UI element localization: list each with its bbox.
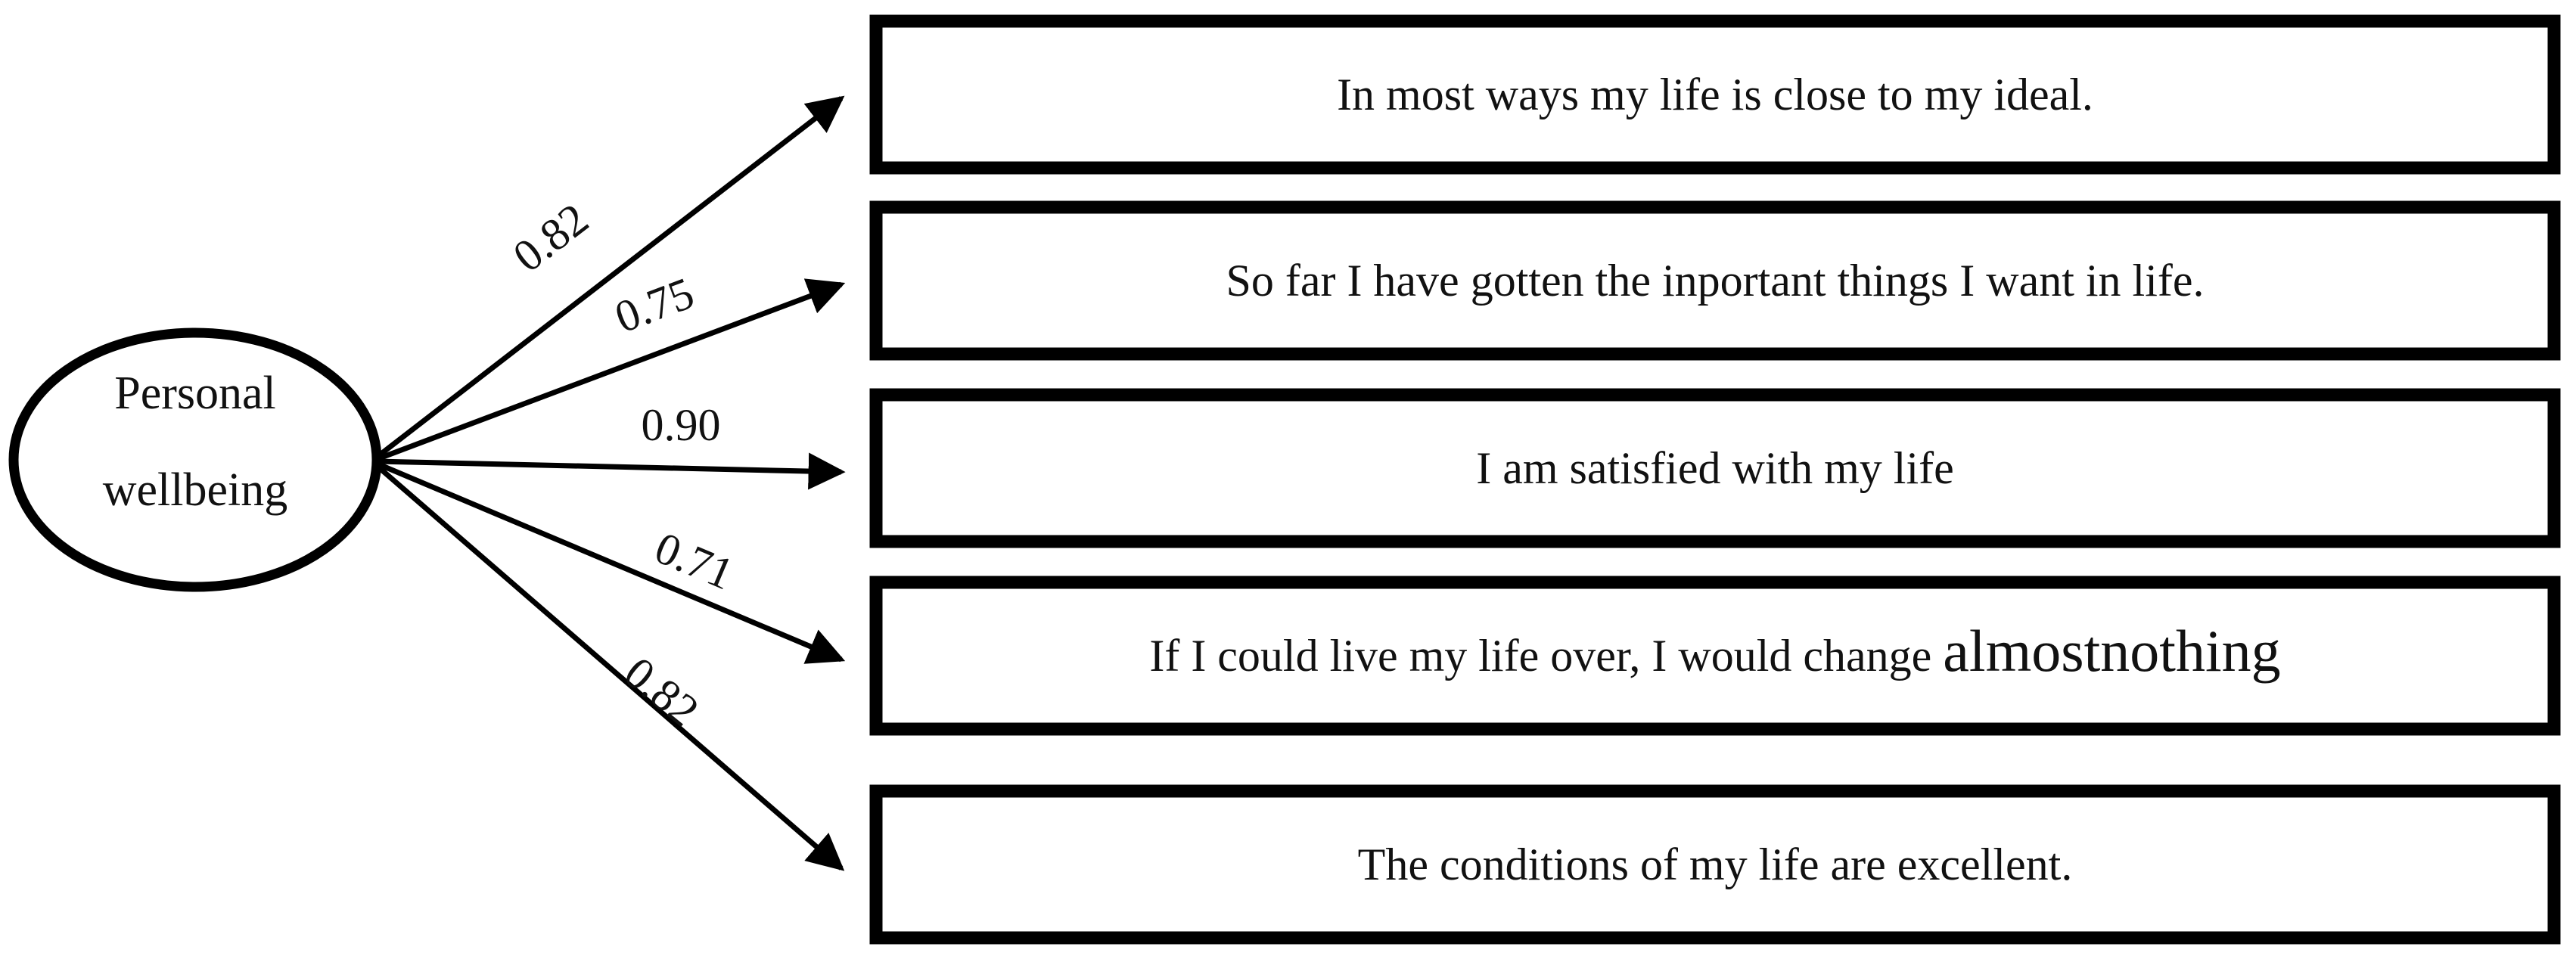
path-arrow-1 [373,95,845,461]
path-arrow-4 [374,460,846,664]
indicator-box-3-rect [869,388,2561,548]
path-arrows-group [373,95,846,871]
indicator-box-5-label: The conditions of my life are excellent. [1358,840,2073,889]
indicator-box-1-label: In most ways my life is close to my idea… [1337,70,2093,119]
latent-construct-node[interactable]: Personal wellbeing [8,327,382,592]
path-arrow-2 [374,278,846,463]
path-arrow-3 [374,452,846,490]
construct-label-line2: wellbeing [103,464,288,516]
ellipse-shape [8,327,382,592]
indicator-box-2-rect [869,200,2561,361]
indicator-box-4-label: If I could live my life over, I would ch… [1149,618,2280,684]
indicator-box-3-label: I am satisfied with my life [1476,443,1954,493]
indicator-box-4-label-part1: If I could live my life over, I would ch… [1149,631,1943,681]
indicator-box-5-rect [869,784,2561,945]
indicator-boxes-group: In most ways my life is close to my idea… [869,14,2561,945]
indicator-box-3[interactable]: I am satisfied with my life [869,388,2561,548]
path-coefficient-2: 0.75 [608,268,701,343]
indicator-box-4[interactable]: If I could live my life over, I would ch… [869,576,2561,736]
indicator-box-4-label-emphasis: almostnothing [1943,618,2280,684]
indicator-box-2[interactable]: So far I have gotten the inportant thing… [869,200,2561,361]
path-coefficient-4: 0.71 [648,523,741,600]
indicator-box-1[interactable]: In most ways my life is close to my idea… [869,14,2561,175]
construct-label-line1: Personal [114,368,276,419]
indicator-box-2-label: So far I have gotten the inportant thing… [1226,256,2204,306]
indicator-box-5[interactable]: The conditions of my life are excellent. [869,784,2561,945]
path-coefficient-5: 0.82 [615,647,708,737]
path-coefficient-3: 0.90 [642,400,721,450]
indicator-box-1-rect [869,14,2561,175]
path-arrow-5 [373,462,845,871]
indicator-box-4-rect [869,576,2561,736]
path-coefficient-1: 0.82 [504,194,597,281]
